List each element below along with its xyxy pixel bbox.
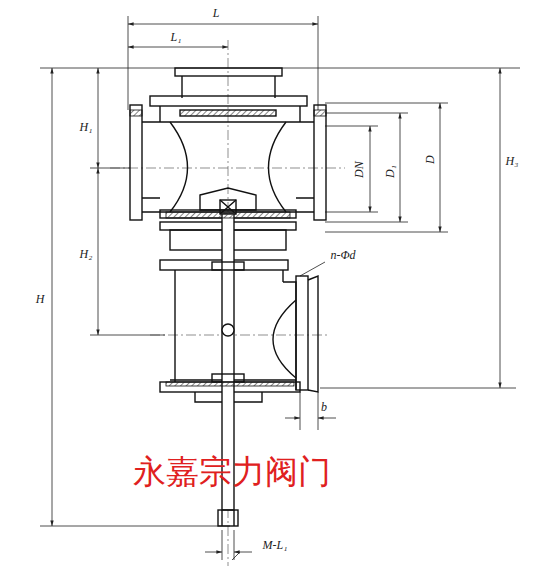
dimension-label: H₁: [79, 121, 94, 134]
dimension-label: L: [212, 7, 221, 20]
dimension-lines: [40, 16, 520, 560]
dimension-label: DN: [352, 161, 365, 180]
dimension-label: n-Φd: [329, 249, 356, 262]
dimension-label: D: [423, 155, 436, 166]
section-hatching: [130, 110, 326, 386]
watermark: 永嘉宗力阀门: [132, 454, 332, 490]
center-lines: [110, 40, 345, 566]
dimension-label: H: [35, 293, 46, 306]
dimension-label: H₃: [505, 155, 520, 168]
dimension-label: H₂: [79, 248, 94, 261]
dimension-label: M-L₁: [262, 539, 289, 552]
dimension-label: b: [320, 401, 328, 414]
dimension-label: L₁: [170, 31, 183, 44]
dimension-label: D₁: [383, 165, 396, 180]
